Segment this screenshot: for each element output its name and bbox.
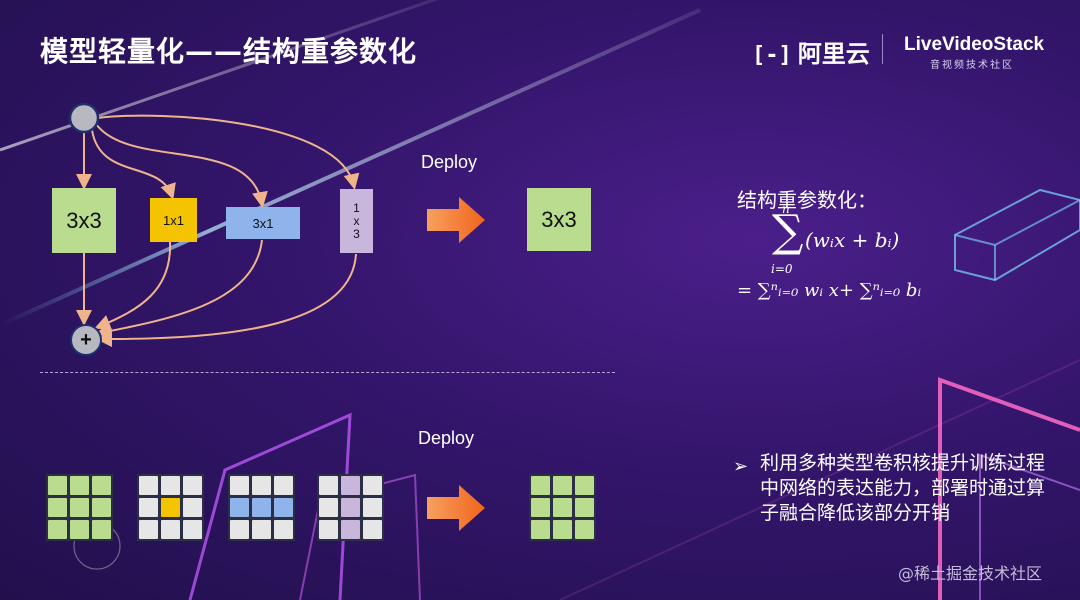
deploy-arrow-top <box>427 197 485 243</box>
grid-cell <box>139 498 158 517</box>
bullet-arrow-icon: ➢ <box>733 456 749 477</box>
grid-cell <box>230 520 249 539</box>
grid-cell <box>230 498 249 517</box>
branch-1x3-label-top: 1 <box>353 200 360 215</box>
grid-cell <box>319 520 338 539</box>
grid-cell <box>274 476 293 495</box>
grid-cell <box>252 498 271 517</box>
watermark: @稀土掘金技术社区 <box>898 564 1043 583</box>
grid-cell <box>363 476 382 495</box>
grid-cell <box>92 476 111 495</box>
grid-cell <box>575 498 594 517</box>
branch-1x3-label-mid: x <box>353 213 360 228</box>
dashed-divider <box>40 372 615 373</box>
livevideostack-subtitle: 音视频技术社区 <box>930 60 1014 71</box>
aliyun-logo-mark: [-] <box>752 43 792 68</box>
grid-1x3 <box>317 474 384 541</box>
branch-1x1-box: 1x1 <box>150 198 197 242</box>
connector-to-1x3 <box>97 114 360 190</box>
formula-sum-lower: i=0 <box>771 262 793 276</box>
connector-to-3x1 <box>95 123 268 208</box>
formula-heading: 结构重参数化： <box>737 188 877 212</box>
bullet-text: 利用多种类型卷积核提升训练过程中网络的表达能力，部署时通过算子融合降低该部分开销 <box>760 452 1046 524</box>
formula-sum-upper: n <box>782 202 790 216</box>
result-3x3-label: 3x3 <box>541 206 577 232</box>
neon-frame <box>979 453 1080 600</box>
connector-1x1-to-add <box>94 241 172 330</box>
branch-3x3-label: 3x3 <box>66 207 102 233</box>
input-node <box>68 102 100 134</box>
grid-cell <box>363 498 382 517</box>
grid-cell <box>230 476 249 495</box>
connector-3x1-to-add <box>95 239 263 339</box>
grid-3x3 <box>46 474 113 541</box>
grid-cell <box>139 520 158 539</box>
neon-frame <box>938 377 1080 600</box>
grid-cell <box>274 498 293 517</box>
grid-cell <box>161 476 180 495</box>
formula-line2: = ∑ⁿᵢ₌₀ wᵢ x+ ∑ⁿᵢ₌₀ bᵢ <box>737 280 922 301</box>
grid-cell <box>92 498 111 517</box>
deploy-label-bottom: Deploy <box>418 428 475 448</box>
formula-line1: (wᵢx + bᵢ) <box>805 228 900 252</box>
aliyun-logo: [-]阿里云 <box>752 34 870 69</box>
neon-box-edge <box>954 234 996 246</box>
grid-cell <box>553 498 572 517</box>
grid-cell <box>319 476 338 495</box>
grid-result <box>529 474 596 541</box>
grid-cell <box>48 498 67 517</box>
add-symbol: + <box>80 328 92 351</box>
add-node: + <box>70 324 102 356</box>
grid-cell <box>70 498 89 517</box>
branch-1x1-label: 1x1 <box>163 212 184 228</box>
branch-3x3-box: 3x3 <box>52 188 116 253</box>
formula-sigma: ∑ <box>772 206 804 257</box>
deploy-label-top: Deploy <box>421 152 478 172</box>
connector-to-1x1 <box>91 129 176 200</box>
connector-1x3-to-add <box>96 253 357 348</box>
grid-cell <box>183 498 202 517</box>
grid-cell <box>341 520 360 539</box>
light-beam <box>0 8 701 327</box>
branch-3x1-box: 3x1 <box>226 207 300 239</box>
grid-cell <box>161 498 180 517</box>
logo-divider <box>882 34 883 64</box>
grid-cell <box>48 476 67 495</box>
grid-cell <box>70 476 89 495</box>
grid-cell <box>252 520 271 539</box>
grid-cell <box>139 476 158 495</box>
grid-cell <box>553 520 572 539</box>
grid-cell <box>92 520 111 539</box>
grid-cell <box>161 520 180 539</box>
grid-cell <box>341 476 360 495</box>
slide-title: 模型轻量化——结构重参数化 <box>40 35 418 68</box>
neon-box <box>954 188 1080 282</box>
grid-cell <box>70 520 89 539</box>
grid-cell <box>531 520 550 539</box>
neon-box-edge <box>994 199 1080 246</box>
grid-cell <box>319 498 338 517</box>
grid-cell <box>274 520 293 539</box>
deploy-arrow-bottom <box>427 485 485 531</box>
grid-cell <box>575 476 594 495</box>
grid-cell <box>575 520 594 539</box>
grid-cell <box>183 520 202 539</box>
grid-cell <box>183 476 202 495</box>
grid-cell <box>553 476 572 495</box>
aliyun-logo-text: 阿里云 <box>797 40 870 68</box>
branch-1x3-box: 1 x 3 <box>340 189 373 253</box>
grid-3x1 <box>228 474 295 541</box>
grid-1x1 <box>137 474 204 541</box>
grid-cell <box>531 476 550 495</box>
grid-cell <box>252 476 271 495</box>
grid-cell <box>363 520 382 539</box>
livevideostack-logo: LiveVideoStack <box>904 34 1045 55</box>
grid-cell <box>48 520 67 539</box>
grid-cell <box>531 498 550 517</box>
branch-1x3-label-bot: 3 <box>353 226 360 241</box>
branch-3x1-label: 3x1 <box>252 215 274 231</box>
result-3x3-box: 3x3 <box>527 188 591 251</box>
grid-cell <box>341 498 360 517</box>
